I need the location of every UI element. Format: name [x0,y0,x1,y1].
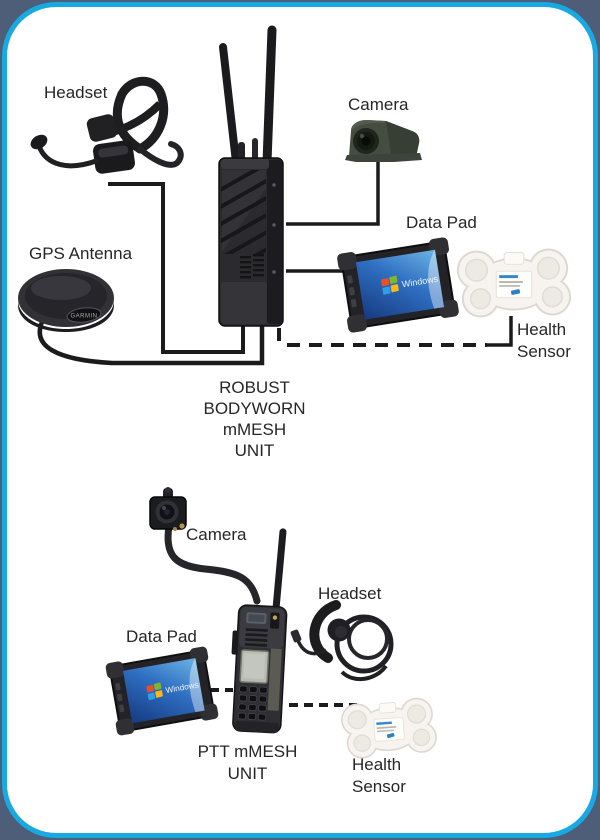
mic-tip [30,134,48,150]
garmin-badge [66,307,102,323]
radio-side-face [267,160,282,324]
stub-antenna [238,142,245,162]
windows-logo-icon [381,275,399,295]
tablet-screen [123,658,205,724]
line-gps-to-unit [37,319,265,366]
cable-coil [334,614,394,674]
radio-top-cap [221,159,269,169]
vent-slots [240,254,264,279]
radio-lower-panel [221,282,267,324]
bodyworn-radio-device [218,25,284,327]
label-headset-bottom: Headset [318,584,382,603]
antenna-left [219,43,240,166]
label-camera-top: Camera [348,95,409,114]
headset-pod-lower [93,140,135,174]
gooseneck-camera-arm [164,522,261,605]
radio-side-strip [267,648,282,711]
gps-antenna-device: GARMIN [18,269,114,332]
tablet-screen [355,249,445,320]
title-robust-bodyworn-unit: ROBUST BODYWORN mMESH UNIT [203,378,306,460]
boom-mic-arm [36,143,99,169]
label-health-sensor-bottom: Health Sensor [352,755,406,796]
radio-antenna [272,528,287,615]
mini-camera-device [149,487,187,531]
label-health-sensor-top: Health Sensor [517,320,571,361]
gps-brand-text: GARMIN [71,314,98,320]
line-camera-to-unit [286,152,380,226]
earpiece-headset-device [290,600,394,682]
label-headset-top: Headset [44,83,108,102]
line-elbow-health [487,316,513,347]
stub-antenna [252,138,258,160]
antenna-right [262,25,277,167]
ptt-radio-device [231,528,288,734]
label-datapad-top: Data Pad [406,213,477,232]
keypad [237,685,268,721]
headset-pod-upper [86,114,118,142]
health-sensor-device-bottom [340,697,437,759]
label-camera-bottom: Camera [186,525,247,544]
title-ptt-mmesh-unit: PTT mMESH UNIT [197,742,298,783]
plug [290,629,302,643]
label-datapad-bottom: Data Pad [126,627,197,646]
ptt-button [231,630,239,655]
windows-logo-icon [146,682,163,701]
data-pad-device: Windows [337,237,459,333]
headset-device [30,76,184,174]
line-headset-to-unit [108,182,245,354]
health-sensor-device [456,248,572,318]
camera-device [345,120,422,162]
speaker-grille [244,628,268,647]
label-gps-antenna: GPS Antenna [29,244,133,263]
data-pad-device-bottom: Windows [105,646,219,736]
